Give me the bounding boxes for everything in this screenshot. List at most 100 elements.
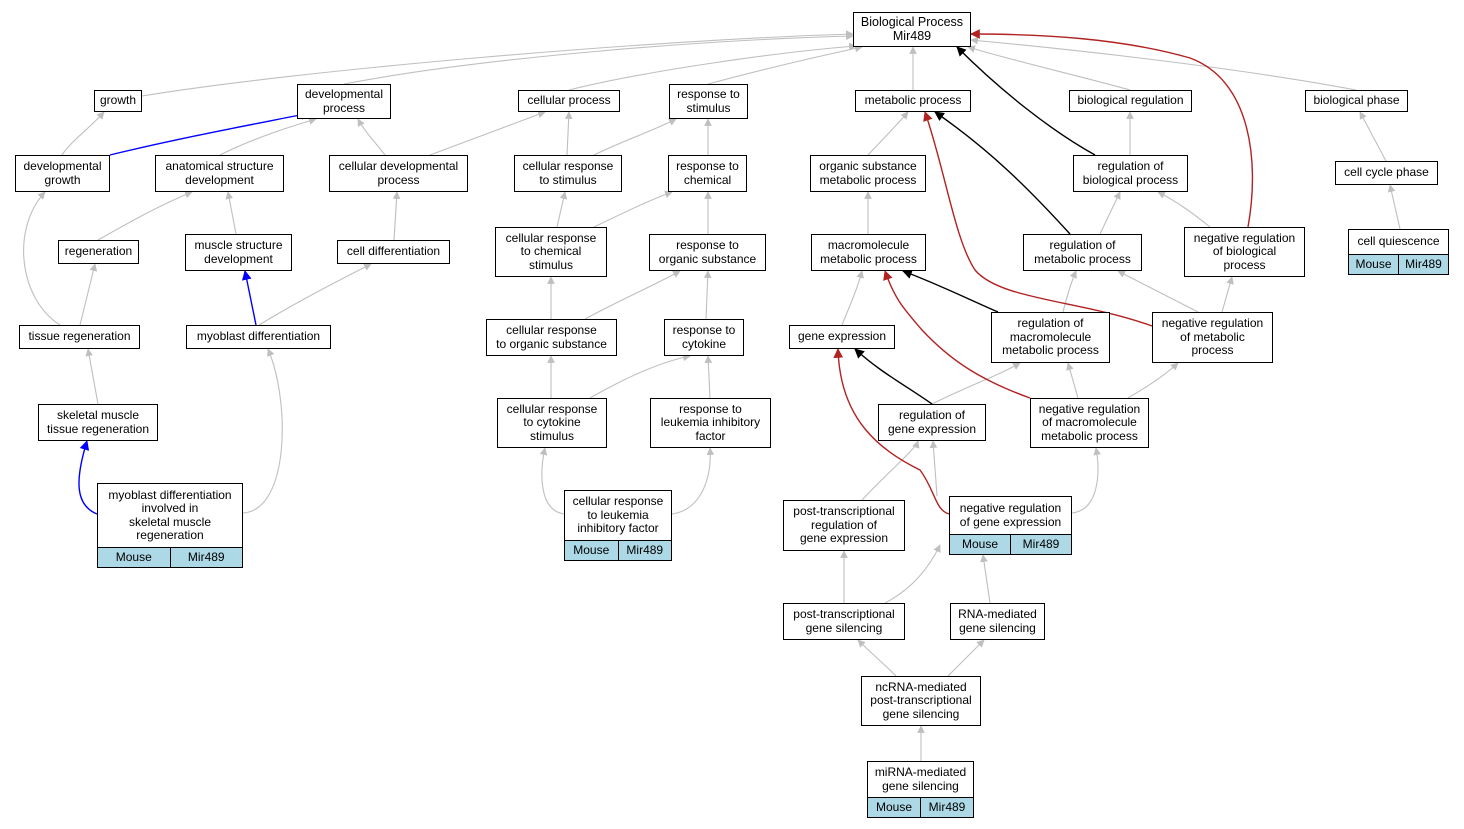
term-label-line: biological process <box>1082 172 1179 187</box>
edge-is-a <box>703 270 712 320</box>
term-label-line: organic substance <box>819 159 917 173</box>
edge-is-a <box>841 270 864 326</box>
term-label-line: RNA-mediated <box>958 607 1037 621</box>
edge-is-a <box>258 263 372 326</box>
term-label-line: post-transcriptional <box>793 504 895 519</box>
term-label-line: regeneration <box>64 244 133 259</box>
term-label-line: cellular response <box>506 323 597 337</box>
term-label-line: developmental <box>304 87 384 101</box>
term-label-line: gene silencing <box>882 706 960 721</box>
term-label-line: negative regulation <box>1038 401 1141 416</box>
edge-is-a <box>671 447 715 515</box>
term-label-line: muscle structure <box>194 238 283 252</box>
term-label: cell differentiation <box>338 241 449 263</box>
term-label-line: gene silencing <box>882 778 959 793</box>
term-label-line: biological regulation <box>1077 93 1184 108</box>
edge-is-a <box>884 544 941 604</box>
term-label-line: response to <box>677 87 740 101</box>
edge-negatively-regulates <box>883 270 1031 399</box>
edge-is-a <box>141 30 854 97</box>
edge-negatively-regulates <box>970 29 1254 228</box>
term-label-line: leukemia inhibitory <box>660 415 761 430</box>
edge-is-a <box>556 191 568 228</box>
edge-is-a <box>929 440 938 497</box>
term-label-line: organic substance <box>658 251 757 266</box>
term-label-line: to stimulus <box>539 172 597 187</box>
term-label-line: to leukemia <box>587 507 649 522</box>
term-node-cellular-process: cellular process <box>518 90 620 112</box>
term-label-line: of metabolic <box>1180 329 1245 344</box>
edge-regulates <box>854 348 933 405</box>
edge-negatively-regulates <box>833 348 950 515</box>
term-node-myoblast-differentiation: myoblast differentiation <box>186 325 331 349</box>
edge-is-a <box>79 263 98 326</box>
term-label-line: growth <box>44 172 81 187</box>
term-label-line: miRNA-mediated <box>874 765 967 779</box>
species-tag: Mouse <box>565 541 618 560</box>
term-label-line: gene expression <box>799 531 889 546</box>
term-label-line: negative regulation <box>959 501 1062 515</box>
term-label-line: myoblast differentiation <box>108 487 232 502</box>
term-label-line: process <box>322 100 366 115</box>
edge-is-a <box>980 554 991 604</box>
edge-is-a <box>707 44 863 85</box>
term-label-line: biological phase <box>1313 93 1400 108</box>
species-tag: Mouse <box>950 535 1010 554</box>
term-label-line: process <box>1223 257 1266 272</box>
term-label-line: cellular response <box>505 230 597 245</box>
edge-is-a <box>1127 362 1179 399</box>
term-label-line: negative regulation <box>1161 316 1264 331</box>
root-label-line1: Biological Process <box>860 15 964 29</box>
edge-is-a <box>867 111 909 156</box>
term-label-line: myoblast differentiation <box>196 329 321 344</box>
edge-is-a <box>392 191 401 241</box>
edge-regulates <box>956 46 1096 156</box>
root-label-line2: Mir489 <box>892 28 932 43</box>
term-label-line: metabolic process <box>1002 343 1099 358</box>
term-label-line: developmental <box>23 159 102 173</box>
term-label-line: involved in <box>141 501 199 515</box>
edge-is-a <box>1157 191 1211 228</box>
gene-tag: Mir489 <box>1010 535 1071 554</box>
gene-tag: Mir489 <box>617 541 671 560</box>
term-label-line: response to <box>672 323 736 337</box>
term-node-cell-differentiation: cell differentiation <box>337 240 450 264</box>
edge-is-a <box>242 348 283 514</box>
edge-is-a <box>1221 276 1234 313</box>
term-label-line: metabolic process <box>820 251 917 266</box>
term-label: gene expression <box>790 326 894 348</box>
term-label-line: development <box>185 172 254 187</box>
term-label-line: negative regulation <box>1193 230 1296 245</box>
term-node-regeneration: regeneration <box>58 240 139 264</box>
term-label-line: cellular developmental <box>338 159 459 173</box>
